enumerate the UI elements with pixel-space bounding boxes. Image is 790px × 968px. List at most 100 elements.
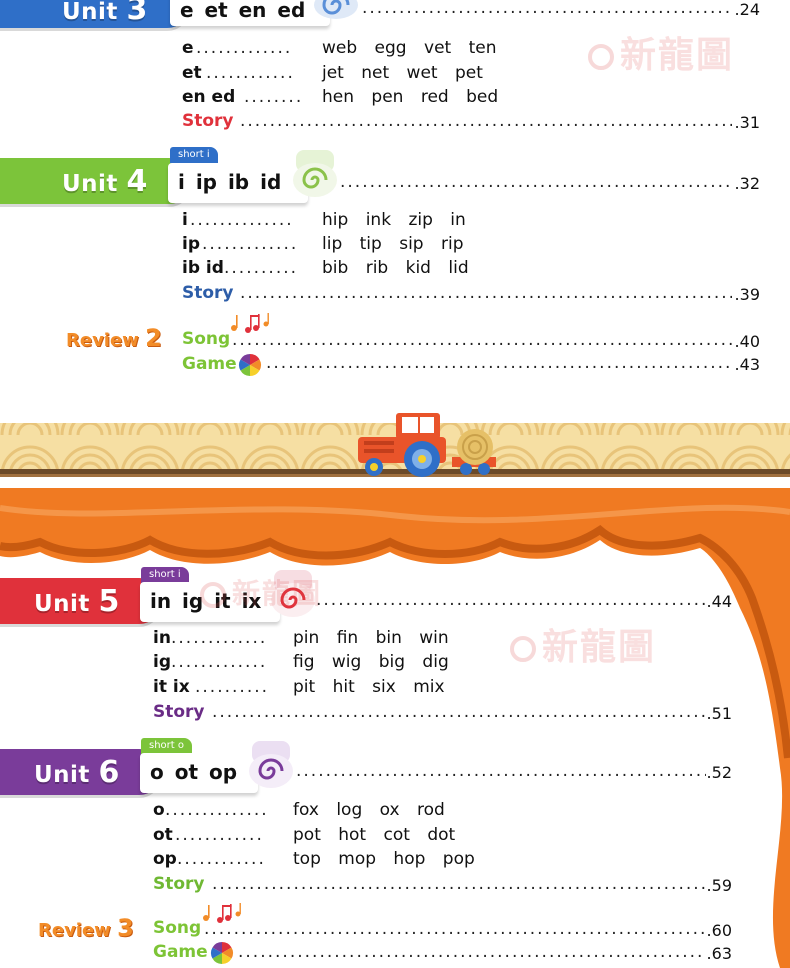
unit3-story[interactable]: Story [182, 111, 234, 131]
review-word: Review [66, 330, 139, 351]
unit6-banner[interactable]: Unit 6 [0, 749, 162, 795]
row-leader: .............. [165, 800, 269, 820]
music-notes-icon [231, 313, 269, 333]
row-words: top mop hop pop [293, 849, 475, 869]
unit5-banner[interactable]: Unit 5 [0, 578, 162, 624]
watermark: 新龍圖 [510, 618, 656, 670]
unit5-row-it-ix: it ix .......... pit hit six mix [153, 677, 693, 701]
unit4-row-ip: ip ............. lip tip sip rip [182, 234, 722, 258]
row-key: en ed [182, 87, 236, 107]
row-leader: ............. [171, 628, 268, 648]
review-word: Review [38, 920, 111, 941]
row-words: pit hit six mix [293, 677, 445, 697]
unit6-row-ot: ot ............ pot hot cot dot [153, 825, 693, 849]
unit5-story-page[interactable]: .51 [706, 704, 732, 723]
review3-game-page[interactable]: .63 [706, 944, 732, 963]
review3-song-leader: ........................................… [204, 919, 706, 939]
unit3-label: Unit [62, 0, 118, 25]
unit4-label: Unit [62, 171, 118, 197]
watermark-logo-icon [510, 636, 536, 662]
color-wheel-icon [239, 354, 261, 376]
review-number: 2 [145, 324, 162, 352]
row-leader: .............. [190, 210, 294, 230]
unit4-row-ib-id: ib id .......... bib rib kid lid [182, 258, 722, 282]
row-words: web egg vet ten [322, 38, 497, 58]
review2-song-leader: ........................................… [232, 330, 732, 350]
unit3-banner[interactable]: Unit 3 [0, 0, 190, 28]
row-key: ip [182, 234, 200, 254]
hay-bale-icon [457, 429, 493, 465]
unit5-tag: short i [141, 567, 189, 583]
swirl-scroll-icon [293, 150, 337, 197]
review3-song[interactable]: Song [153, 918, 202, 938]
unit5-label: Unit [34, 591, 90, 617]
unit4-page[interactable]: .32 [734, 174, 760, 193]
review2-game[interactable]: Game [182, 354, 237, 374]
review-number: 3 [117, 914, 134, 942]
review2-game-leader: ........................................… [266, 353, 732, 373]
unit6-leader: ........................................… [296, 761, 706, 781]
unit6-number: 6 [98, 755, 120, 790]
review3-label: Review 3 [38, 914, 134, 942]
unit3-row-e: e ............. web egg vet ten [182, 38, 722, 62]
review3-game-leader: ........................................… [238, 942, 706, 962]
unit5-row-ig: ig ............. fig wig big dig [153, 652, 693, 676]
unit6-story-page[interactable]: .59 [706, 876, 732, 895]
row-key: op [153, 849, 177, 869]
watermark-text: 新龍圖 [232, 577, 323, 610]
unit5-story[interactable]: Story [153, 702, 205, 722]
row-words: fig wig big dig [293, 652, 449, 672]
unit6-row-op: op ............ top mop hop pop [153, 849, 693, 873]
row-key: it ix [153, 677, 190, 697]
unit6-page[interactable]: .52 [706, 763, 732, 782]
unit3-row-en-ed: en ed ........ hen pen red bed [182, 87, 722, 111]
unit6-story[interactable]: Story [153, 874, 205, 894]
unit4-story-page[interactable]: .39 [734, 285, 760, 304]
unit6-story-leader: ........................................… [212, 874, 706, 894]
color-wheel-icon [211, 942, 233, 964]
row-leader: ............. [171, 652, 268, 672]
unit5-page[interactable]: .44 [706, 592, 732, 611]
row-words: pot hot cot dot [293, 825, 456, 845]
review3-song-page[interactable]: .60 [706, 921, 732, 940]
curtain-background [0, 488, 790, 968]
unit4-row-i: i .............. hip ink zip in [182, 210, 722, 234]
tractor-icon [358, 413, 496, 477]
unit5-story-leader: ........................................… [212, 702, 706, 722]
unit3-leader: ........................................… [362, 0, 732, 18]
watermark-text: 新龍圖 [542, 627, 657, 668]
unit4-banner[interactable]: Unit 4 [0, 158, 192, 204]
row-words: hip ink zip in [322, 210, 466, 230]
row-key: ot [153, 825, 173, 845]
review2-song[interactable]: Song [182, 329, 231, 349]
row-leader: ............. [196, 38, 293, 58]
row-words: bib rib kid lid [322, 258, 469, 278]
unit3-story-page[interactable]: .31 [734, 113, 760, 132]
unit4-leader: ........................................… [340, 172, 732, 192]
unit6-row-o: o .............. fox log ox rod [153, 800, 693, 824]
row-key: ig [153, 652, 171, 672]
unit4-title: i ip ib id [178, 170, 282, 194]
unit5-number: 5 [98, 584, 120, 619]
review2-song-page[interactable]: .40 [734, 332, 760, 351]
unit4-story[interactable]: Story [182, 283, 234, 303]
review2-game-page[interactable]: .43 [734, 355, 760, 374]
unit3-page[interactable]: .24 [734, 0, 760, 19]
row-words: lip tip sip rip [322, 234, 464, 254]
unit6-label: Unit [34, 762, 90, 788]
unit3-row-et: et ............ jet net wet pet [182, 63, 722, 87]
review3-game[interactable]: Game [153, 942, 208, 962]
watermark-text: 新龍圖 [620, 35, 735, 76]
row-leader: ............ [206, 63, 295, 83]
farm-divider [0, 395, 790, 488]
row-key: e [182, 38, 194, 58]
unit4-story-leader: ........................................… [240, 283, 732, 303]
music-notes-icon [203, 903, 241, 923]
row-leader: ............ [177, 849, 266, 869]
unit6-title: o ot op [150, 760, 238, 784]
unit4-title-strip: i ip ib id [168, 163, 308, 203]
unit4-number: 4 [126, 164, 148, 199]
unit3-number: 3 [126, 0, 148, 27]
unit3-title-strip: e et en ed [170, 0, 330, 26]
row-words: jet net wet pet [322, 63, 483, 83]
